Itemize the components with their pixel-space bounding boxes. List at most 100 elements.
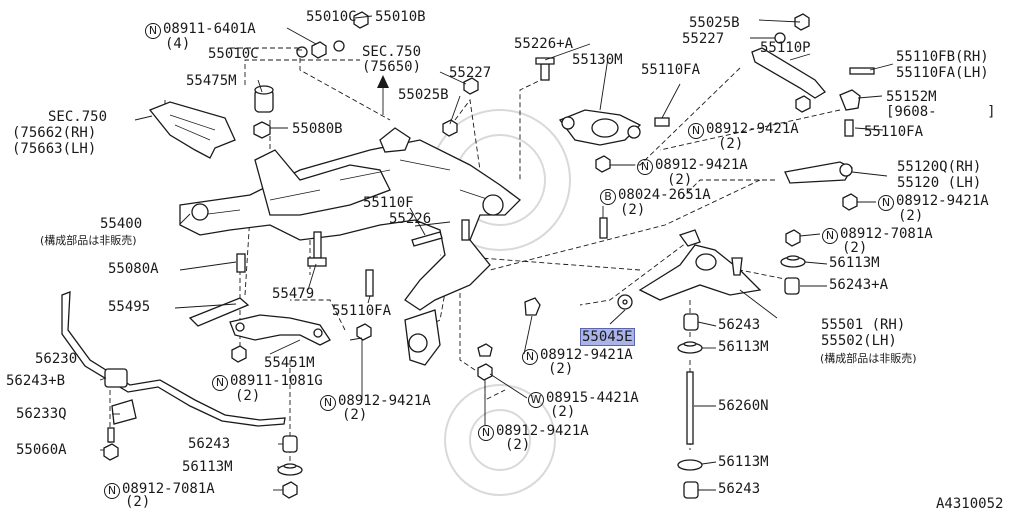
label-55120-lh: 55120 (LH) [897,175,982,191]
label-n-08912-7081A-a-qty: (2) [842,240,868,256]
label-56243A: 56243+A [829,277,889,293]
label-56233Q: 56233Q [16,406,67,422]
label-55227-b: 55227 [682,31,725,47]
label-55110FA-lh: 55110FA(LH) [896,65,989,81]
label-56113M-b: 56113M [718,339,769,355]
label-n-08912-9421A-a-qty: (2) [718,136,744,152]
n-circle-icon: N [320,395,336,411]
n-circle-icon: N [145,23,161,39]
label-n-08912-9421A-d-qty: (2) [548,361,574,377]
upper-arm-55130M [535,57,642,146]
label-n-08912-9421A-f-qty: (2) [505,437,531,453]
w-circle-icon: W [528,392,544,408]
label-56243-a: 56243 [718,317,761,333]
label-55130M: 55130M [572,52,623,68]
label-n-08912-7081A-b-qty: (2) [125,494,151,510]
label-55060A: 55060A [16,442,67,458]
n-circle-icon: N [212,375,228,391]
watermark-emblem [429,109,571,496]
n-circle-icon: N [104,483,120,499]
figure-code: A4310052 [936,496,1004,510]
n-circle-icon: N [878,195,894,211]
member-55451M [229,314,331,346]
label-n-08912-9421A-b-qty: (2) [667,172,693,188]
link-55120Q [784,119,858,211]
label-55400-note: (構成部品は非販売) [40,234,137,247]
label-55110FA-b: 55110FA [864,124,924,140]
n-circle-icon: N [522,349,538,365]
label-55080B: 55080B [292,121,343,137]
label-55120Q-rh: 55120Q(RH) [897,159,982,175]
n-circle-icon: N [478,425,494,441]
label-56113M-c: 56113M [182,459,233,475]
n-circle-icon: N [637,159,653,175]
leader-lines-solid [99,15,894,491]
label-55080A: 55080A [108,261,159,277]
label-55010C: 55010C [208,46,259,62]
link-55110P [751,13,875,113]
label-b-08024-2651A-qty: (2) [620,202,646,218]
n-circle-icon: N [688,123,704,139]
label-55025B-a: 55025B [398,87,449,103]
label-56243-b: 56243 [188,436,231,452]
label-n-08911-1081G-qty: (2) [235,388,261,404]
label-55501-note: (構成部品は非販売) [820,352,917,365]
label-55495: 55495 [108,299,151,315]
stabilizer-bushings [277,435,303,499]
right-bushings [617,229,806,499]
label-55010B: 55010B [375,9,426,25]
label-n-08912-9421A-c-qty: (2) [898,208,924,224]
label-w-08915-4421A-qty: (2) [550,404,576,420]
highlighted-part-number[interactable]: 55045E [580,328,635,346]
n-circle-icon: N [822,228,838,244]
label-55110FA-a: 55110FA [641,62,701,78]
lower-arm-55501 [638,229,762,301]
label-55110F: 55110F [363,195,414,211]
b-circle-icon: B [600,189,616,205]
label-56260N: 56260N [718,398,769,414]
bracket-75662 [148,101,236,159]
label-56243B: 56243+B [6,373,66,389]
label-56230: 56230 [35,351,78,367]
label-sec750-b-rh: (75662(RH) [12,125,97,141]
label-sec750-a-ref: (75650) [362,59,422,75]
label-n-08912-9421A-e-qty: (2) [342,407,368,423]
label-55226A: 55226+A [514,36,574,52]
label-sec750-b-lh: (75663(LH) [12,141,97,157]
rear-crossmember [179,127,521,366]
label-55400: 55400 [100,216,143,232]
label-55479: 55479 [272,286,315,302]
label-55451M: 55451M [264,355,315,371]
label-55045E: 55045E [580,328,635,346]
label-55110FA-c: 55110FA [332,303,392,319]
label-55227-a: 55227 [449,65,492,81]
label-55010C-top: 55010C [306,9,357,25]
top-washers [296,11,479,137]
label-55152M: 55152M [886,89,937,105]
label-sec750-b: SEC.750 [48,109,108,125]
direction-arrow [377,75,389,115]
center-bolts [231,117,670,381]
stabilizer-bar-56230 [61,291,286,461]
label-n-08911-6401A-qty: (4) [165,36,191,52]
label-sec750-a: SEC.750 [362,44,422,60]
label-55110FB-rh: 55110FB(RH) [896,49,989,65]
label-55025B-b: 55025B [689,15,740,31]
label-56113M-a: 56113M [829,255,880,271]
label-55502-lh: 55502(LH) [821,333,897,349]
label-56113M-d: 56113M [718,454,769,470]
